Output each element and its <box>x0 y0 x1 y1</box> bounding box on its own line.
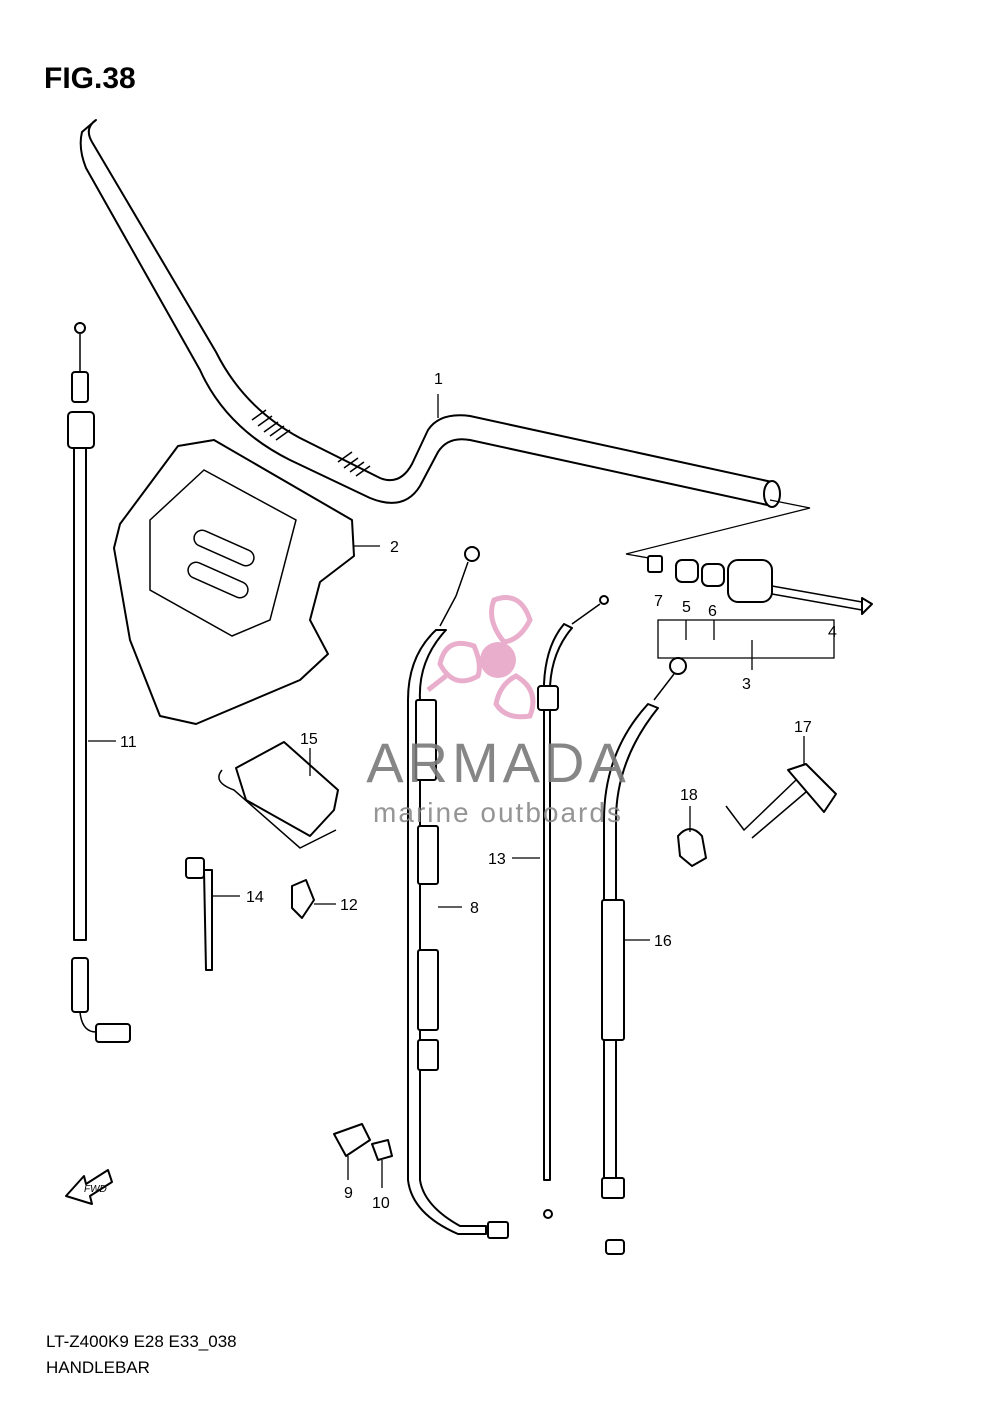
callout-18: 18 <box>680 787 698 804</box>
exploded-reference-line <box>625 499 811 561</box>
bracket-9-part <box>333 1123 371 1180</box>
forward-arrow-icon: FWD <box>65 1169 113 1205</box>
bracket-17-part <box>725 736 837 839</box>
callout-9: 9 <box>344 1185 353 1202</box>
callout-13: 13 <box>488 851 506 868</box>
cable-13-part <box>512 595 609 1219</box>
fwd-label: FWD <box>84 1184 107 1195</box>
callout-15: 15 <box>300 731 318 748</box>
callout-2: 2 <box>390 539 399 556</box>
callout-7: 7 <box>654 593 663 610</box>
clamp-18-part <box>677 806 707 867</box>
bracket-15-part <box>218 741 339 849</box>
callout-4: 4 <box>828 624 837 641</box>
callout-6: 6 <box>708 603 717 620</box>
handlebar-cover-part <box>113 439 380 725</box>
watermark-brand: ARMADA <box>366 731 630 794</box>
cable-11-part <box>67 322 131 1043</box>
callout-16: 16 <box>654 933 672 950</box>
callout-12: 12 <box>340 897 358 914</box>
armada-watermark: ARMADA marine outboards <box>366 595 630 828</box>
callout-3: 3 <box>742 676 751 693</box>
callout-1: 1 <box>434 371 443 388</box>
watermark-tagline: marine outboards <box>373 797 623 828</box>
handlebar-part <box>79 119 781 508</box>
clip-12-part <box>291 879 336 919</box>
cable-16-part <box>601 657 687 1255</box>
callout-10: 10 <box>372 1195 390 1212</box>
callout-17: 17 <box>794 719 812 736</box>
bar-end-assembly <box>647 555 873 670</box>
propeller-logo-icon <box>426 595 536 720</box>
callout-5: 5 <box>682 599 691 616</box>
figure-title: FIG.38 <box>44 62 136 95</box>
callout-14: 14 <box>246 889 264 906</box>
cable-8-part <box>407 546 509 1239</box>
callout-8: 8 <box>470 900 479 917</box>
section-name: HANDLEBAR <box>46 1358 150 1377</box>
bolt-10-part <box>371 1139 393 1188</box>
model-code: LT-Z400K9 E28 E33_038 <box>46 1332 237 1351</box>
tie-14-part <box>185 857 240 971</box>
callout-11: 11 <box>120 734 137 751</box>
